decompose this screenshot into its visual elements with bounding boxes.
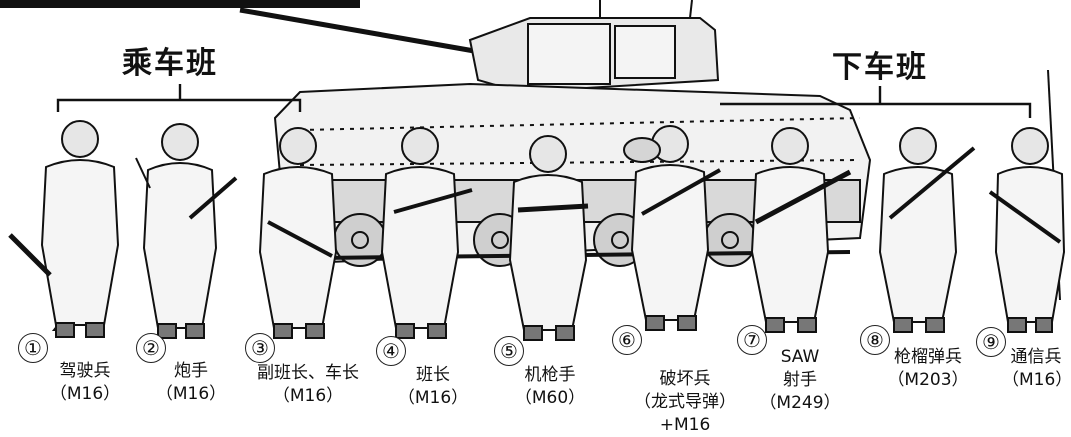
soldier-9-weapon: （M16） <box>1002 370 1071 390</box>
soldier-figures <box>8 120 1066 341</box>
soldier-1-caption: 驾驶兵 （M16） <box>40 360 130 406</box>
soldier-3-weapon: （M16） <box>272 386 344 406</box>
soldier-5-weapon: （M60） <box>514 388 586 408</box>
soldier-7-extra: （M249） <box>759 393 841 413</box>
soldier-5-role: 机枪手 <box>524 365 576 385</box>
soldier-2-caption: 炮手 （M16） <box>146 360 236 406</box>
soldier-3-caption: 副班长、车长 （M16） <box>238 362 378 408</box>
soldier-8-number: ⑧ <box>860 325 890 355</box>
soldier-4-caption: 班长 （M16） <box>388 364 478 410</box>
soldier-1-number: ① <box>18 333 48 363</box>
soldier-2-role: 炮手 <box>174 361 208 381</box>
soldier-7-role: SAW <box>780 347 820 367</box>
soldier-2-weapon: （M16） <box>155 384 227 404</box>
soldier-6-caption: 破坏兵 （龙式导弹） +M16 <box>620 368 750 437</box>
soldier-7-caption: SAW 射手 （M249） <box>750 346 850 415</box>
crew-bracket <box>56 84 302 112</box>
soldier-7-number: ⑦ <box>737 325 767 355</box>
soldier-1-weapon: （M16） <box>49 384 121 404</box>
soldier-1-role: 驾驶兵 <box>59 361 111 381</box>
soldier-8-role: 枪榴弹兵 <box>894 347 962 367</box>
soldier-6-weapon: （龙式导弹） <box>634 392 736 412</box>
crew-group-label: 乘车班 <box>122 46 218 81</box>
soldier-7-weapon: 射手 <box>783 370 817 390</box>
soldier-9-number: ⑨ <box>976 327 1006 357</box>
clipped-title-remnant <box>0 0 360 8</box>
soldier-4-role: 班长 <box>416 365 450 385</box>
dismount-group-label: 下车班 <box>832 50 928 85</box>
soldier-6-role: 破坏兵 <box>659 369 711 389</box>
soldier-8-caption: 枪榴弹兵 （M203） <box>880 346 976 392</box>
soldier-9-caption: 通信兵 （M16） <box>1002 346 1071 392</box>
soldier-3-role: 副班长、车长 <box>257 363 359 383</box>
soldier-8-weapon: （M203） <box>887 370 969 390</box>
soldier-5-number: ⑤ <box>494 336 524 366</box>
soldier-2-number: ② <box>136 333 166 363</box>
soldier-6-extra: +M16 <box>659 415 711 435</box>
soldier-3-number: ③ <box>245 333 275 363</box>
soldier-5-caption: 机枪手 （M60） <box>500 364 600 410</box>
soldier-9-role: 通信兵 <box>1010 347 1062 367</box>
soldier-4-number: ④ <box>376 336 406 366</box>
soldier-4-weapon: （M16） <box>397 388 469 408</box>
dismount-bracket <box>720 86 1032 118</box>
soldier-6-number: ⑥ <box>612 325 642 355</box>
